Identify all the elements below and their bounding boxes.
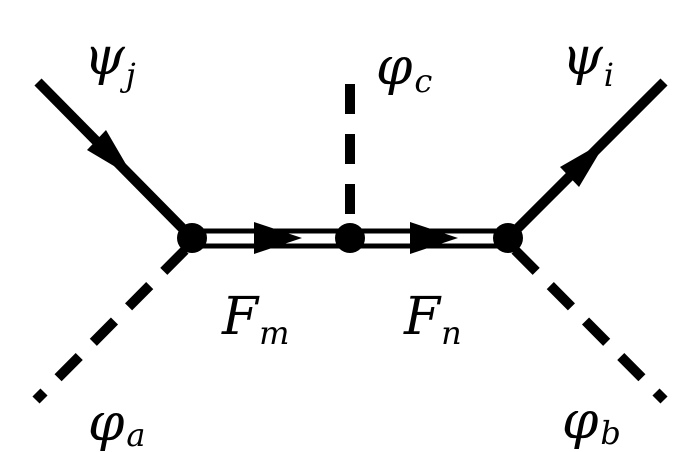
label-phi-c: φc <box>376 37 432 100</box>
vertex-left <box>177 223 207 253</box>
propagator-f-m <box>192 222 350 254</box>
label-f-n: Fn <box>403 287 462 352</box>
scalar-line-phi-a <box>32 239 196 404</box>
label-f-m: Fm <box>221 287 289 352</box>
vertex-middle <box>335 223 365 253</box>
label-phi-b: φb <box>562 391 621 452</box>
arrow-psi-i <box>560 140 607 187</box>
label-psi-j: ψj <box>84 27 136 94</box>
label-psi-i: ψi <box>562 27 614 94</box>
label-phi-a: φa <box>88 393 146 452</box>
scalar-line-phi-b <box>504 239 668 404</box>
arrow-f-m <box>254 222 302 254</box>
arrow-psi-j <box>87 130 134 178</box>
arrow-f-n <box>410 222 458 254</box>
vertex-right <box>493 223 523 253</box>
propagator-f-n <box>350 222 508 254</box>
